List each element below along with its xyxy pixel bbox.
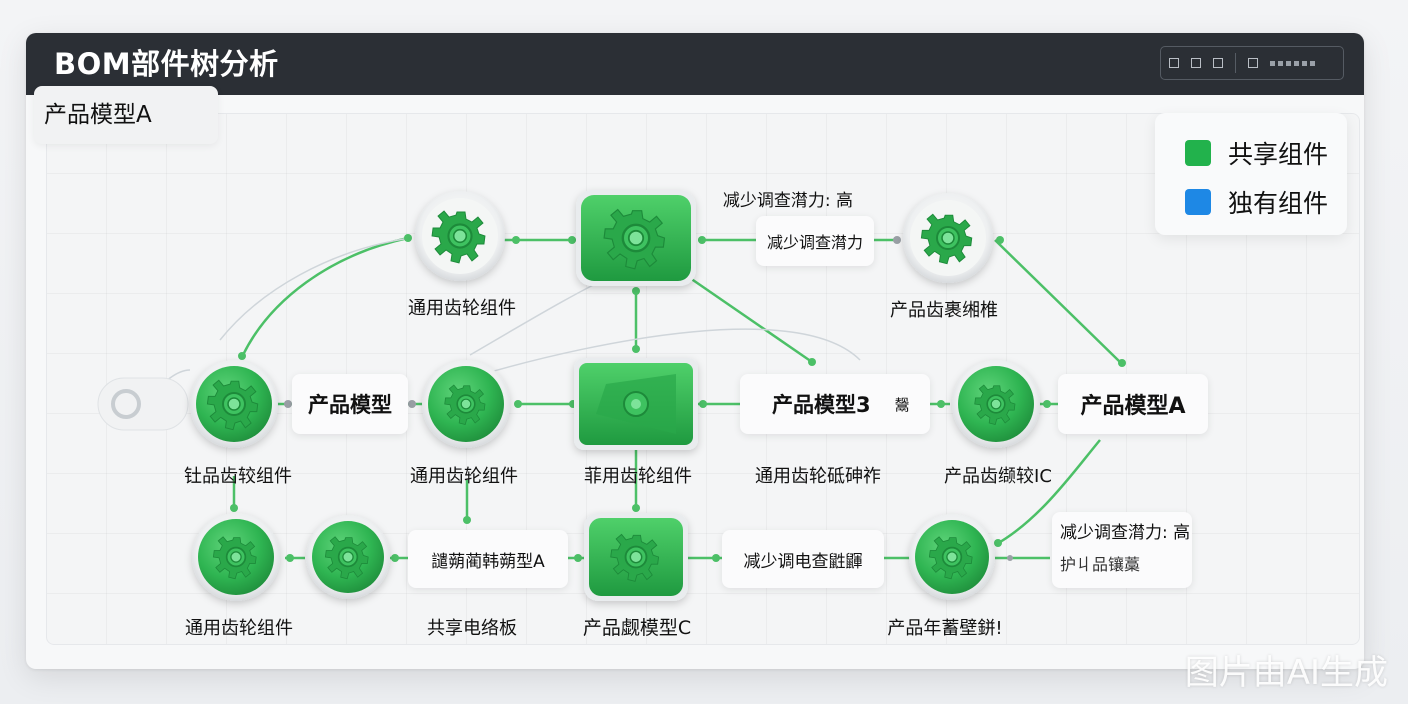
annotation-tag-t10: 护丩品镶藁 [1060, 555, 1141, 574]
gear-icon [431, 210, 486, 264]
gear-node-n8[interactable] [952, 360, 1040, 448]
connector-dots [179, 234, 1126, 562]
gear-node-n9[interactable] [192, 513, 280, 601]
image-icon[interactable] [1248, 58, 1258, 68]
model-tag-t4[interactable]: 产品模型3 鬶 [740, 374, 930, 434]
node-label-n8: 产品齿缬较IC [944, 466, 1052, 487]
model-tag-t3[interactable]: 产品模型 [292, 374, 408, 434]
gear-icon [212, 535, 258, 580]
node-label-n6: 通用齿轮组件 [410, 466, 518, 487]
legend-swatch-unique [1185, 189, 1211, 215]
annotation-tag-t2: 减少调查潸力 [756, 216, 874, 266]
watermark: 图片由AI生成 [1184, 653, 1388, 693]
gear-node-n12[interactable] [909, 514, 995, 600]
legend: 共享组件 独有组件 [1155, 113, 1347, 235]
document-icon[interactable] [1191, 58, 1201, 68]
gray-dots [284, 236, 1013, 561]
node-label-n11: 产品觑模型C [582, 617, 692, 639]
model-tag-t5[interactable]: 产品模型A [1058, 374, 1208, 434]
gear-node-n3[interactable] [903, 193, 993, 283]
gear-icon [920, 213, 973, 265]
edge-n5-n1 [241, 236, 409, 356]
collapse-handle[interactable] [97, 377, 189, 431]
toolbar [1160, 46, 1344, 80]
node-label-n9: 通用齿轮组件 [185, 618, 293, 639]
model-tag-t7[interactable]: 譴蒴蔺韩蒴型A [408, 530, 568, 588]
annotation-label-t6: 通用齿轮砥砷祚 [755, 466, 881, 487]
node-label-n10: 共享电络板 [427, 618, 517, 639]
node-label-n1: 通用齿轮组件 [408, 298, 516, 319]
legend-item-shared: 共享组件 [1185, 135, 1328, 171]
toolbar-divider [1235, 53, 1236, 73]
gear-icon [324, 535, 370, 580]
root-product-label[interactable]: 产品模型A [34, 86, 218, 144]
more-options-icon[interactable] [1270, 60, 1315, 66]
gear-icon [973, 384, 1016, 426]
square-node-n2[interactable] [576, 190, 696, 286]
legend-swatch-shared [1185, 140, 1211, 166]
gear-node-n6[interactable] [422, 360, 510, 448]
annotation-tag-t1: 减少调查潸力: 高 [722, 190, 854, 211]
gear-icon [928, 535, 974, 580]
gear-node-n5[interactable] [190, 360, 278, 448]
annotation-tag-t9-title: 减少调查潸力: 高 [1060, 523, 1191, 543]
node-label-n7: 菲用齿轮组件 [584, 466, 692, 487]
gear-icon [602, 208, 666, 270]
app-title: BOM部件树分析 [54, 47, 279, 81]
legend-label-shared: 共享组件 [1228, 140, 1329, 169]
model-tag-t4-label: 产品模型3 [772, 393, 871, 417]
square-node-n11[interactable] [584, 513, 688, 601]
node-label-n3: 产品齿裹缃椎 [890, 300, 998, 321]
legend-label-unique: 独有组件 [1228, 189, 1329, 218]
legend-item-unique: 独有组件 [1185, 184, 1328, 220]
gear-icon [609, 533, 660, 583]
title-bar: BOM部件树分析 [26, 33, 1364, 95]
gear-node-n1[interactable] [415, 191, 505, 281]
model-tag-t4-suffix: 鬶 [894, 395, 910, 414]
clipboard-icon[interactable] [1213, 58, 1223, 68]
annotation-tag-t8: 减少调电查鼪鼲 [722, 530, 884, 588]
node-label-n5: 钍品齿较组件 [184, 466, 292, 487]
annotation-tag-t9: 减少调查潸力: 高 护丩品镶藁 [1052, 512, 1192, 588]
gear-node-n10[interactable] [306, 515, 390, 599]
node-label-n12: 产品年蓄壁鉼! [887, 618, 1003, 639]
list-icon[interactable] [1169, 58, 1179, 68]
square-node-n4[interactable] [574, 358, 698, 450]
gear-icon [443, 384, 486, 426]
gear-icon [206, 379, 259, 431]
